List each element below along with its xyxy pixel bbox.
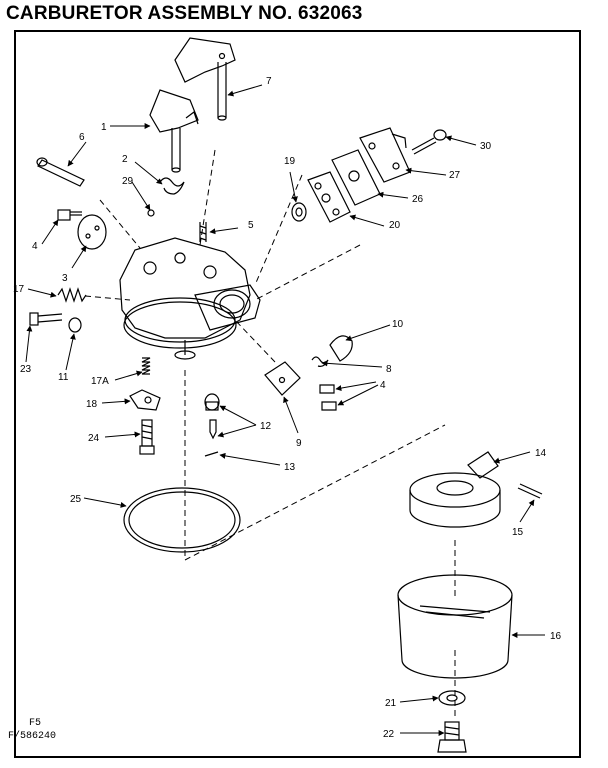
- bowl-gasket-ring: [123, 487, 241, 553]
- spring-2: [159, 177, 185, 195]
- callout-13: 13: [284, 462, 296, 473]
- ball-part: [147, 209, 155, 217]
- float-bowl: [397, 574, 513, 679]
- callout-18: 18: [86, 399, 98, 410]
- callout-17a: 17A: [91, 376, 109, 387]
- carburetor-body: [119, 237, 261, 360]
- callout-4-right: 4: [380, 380, 386, 391]
- callout-27: 27: [449, 170, 461, 181]
- callout-1: 1: [101, 122, 107, 133]
- assembly-guide-lines: [84, 149, 456, 720]
- callout-11: 11: [58, 372, 69, 383]
- callout-9: 9: [296, 438, 302, 449]
- throttle-shaft-lever: [149, 89, 199, 173]
- callout-10: 10: [392, 319, 404, 330]
- screw-left: [57, 209, 82, 221]
- figure-code: F5: [29, 718, 42, 729]
- leader-lines: [25, 84, 545, 736]
- plate-9: [264, 361, 301, 396]
- clip-13: [204, 451, 219, 457]
- diaphragm-26: [331, 149, 381, 206]
- callout-8: 8: [386, 364, 392, 375]
- screw-30: [411, 129, 447, 155]
- callout-15: 15: [512, 527, 524, 538]
- callout-5: 5: [248, 220, 254, 231]
- callout-25: 25: [70, 494, 82, 505]
- idle-screw: [199, 222, 207, 242]
- callout-29: 29: [122, 176, 134, 187]
- callout-labels: 1 2 3 4 4 5 6 7 8 9 10 11 12 13 14 15 16…: [13, 76, 562, 740]
- diagram-title: CARBURETOR ASSEMBLY NO. 632063: [6, 3, 363, 24]
- callout-23: 23: [20, 364, 32, 375]
- callout-22: 22: [383, 729, 395, 740]
- callout-16: 16: [550, 631, 562, 642]
- float-shaft: [517, 483, 543, 499]
- callout-12: 12: [260, 421, 272, 432]
- washer-21: [438, 690, 466, 706]
- callout-14: 14: [535, 448, 547, 459]
- float-14: [409, 451, 501, 528]
- washer-11: [68, 317, 82, 333]
- callout-26: 26: [412, 194, 424, 205]
- gasket-20: [307, 171, 351, 223]
- screw-18: [129, 389, 161, 411]
- callout-3: 3: [62, 273, 68, 284]
- callout-2: 2: [122, 154, 128, 165]
- choke-plate: [329, 335, 353, 362]
- inlet-needle-seat: [204, 393, 220, 440]
- spring-8: [311, 356, 329, 367]
- callout-20: 20: [389, 220, 401, 231]
- throttle-plate: [77, 214, 107, 250]
- shaft-part: [36, 157, 85, 187]
- cover-27: [359, 127, 411, 183]
- callout-21: 21: [385, 698, 397, 709]
- screws-right: [319, 384, 337, 411]
- callout-4: 4: [32, 241, 38, 252]
- callout-7: 7: [266, 76, 272, 87]
- figure-id: F/586240: [8, 731, 57, 742]
- callout-24: 24: [88, 433, 100, 444]
- diagram-frame: [14, 30, 581, 758]
- callout-19: 19: [284, 156, 296, 167]
- seal-19: [291, 202, 307, 222]
- callout-30: 30: [480, 141, 492, 152]
- spring-17a: [141, 357, 151, 375]
- spring-17: [57, 287, 87, 303]
- adjusting-screw: [29, 312, 63, 326]
- callout-17: 17: [13, 284, 25, 295]
- screw-24: [139, 419, 155, 455]
- bowl-nut: [437, 721, 467, 753]
- callout-6: 6: [79, 132, 85, 143]
- choke-shaft-lever: [174, 37, 236, 121]
